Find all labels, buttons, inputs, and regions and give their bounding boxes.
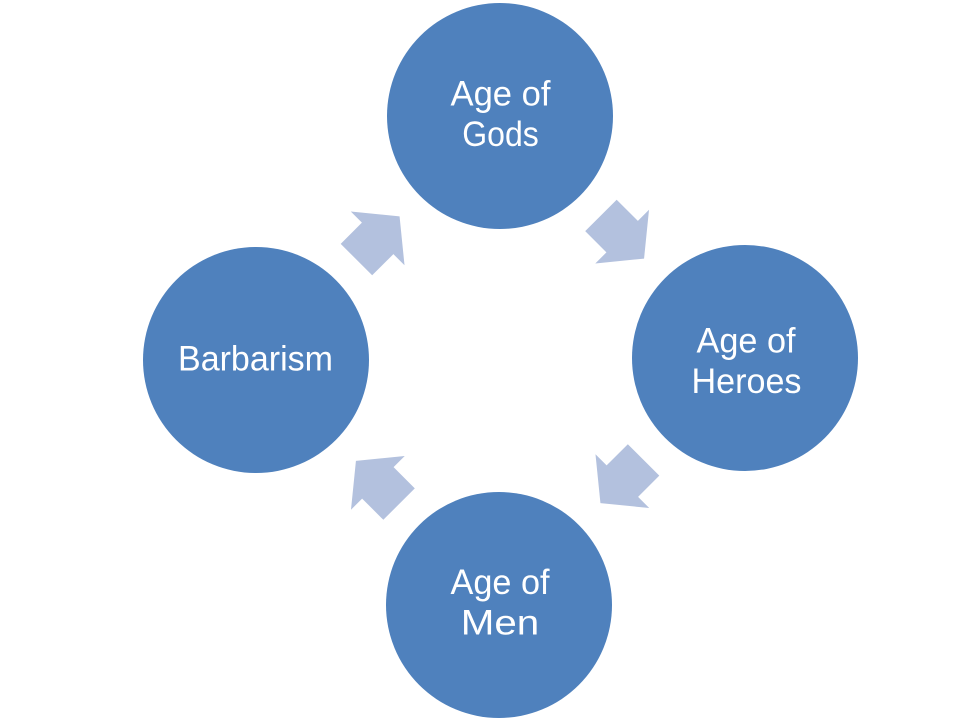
svg-text:Age of: Age of [451, 562, 550, 602]
svg-text:Gods: Gods [462, 114, 539, 154]
svg-text:Men: Men [461, 603, 540, 643]
svg-text:Age of: Age of [697, 320, 796, 360]
svg-text:Heroes: Heroes [692, 361, 802, 401]
svg-text:Age of: Age of [451, 74, 551, 114]
svg-text:Barbarism: Barbarism [178, 339, 333, 379]
